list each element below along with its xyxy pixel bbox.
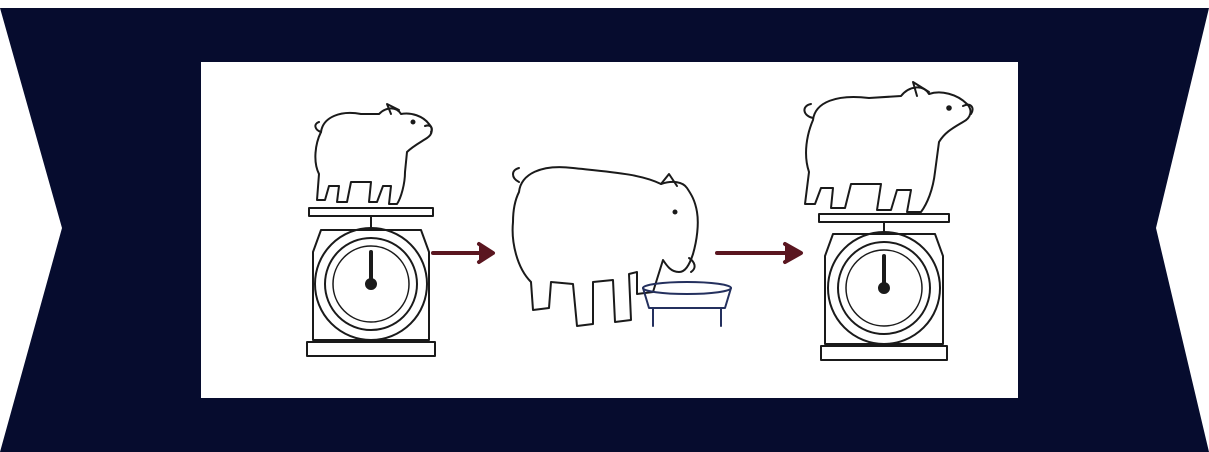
small-pig-on-scale-icon <box>306 103 436 357</box>
large-pig-icon <box>803 81 974 213</box>
small-pig-icon <box>314 103 433 205</box>
arrow-1-icon <box>431 242 495 264</box>
large-pig-on-scale-icon <box>803 81 974 361</box>
large-scale-icon <box>818 213 950 361</box>
trough-icon <box>642 281 732 327</box>
illustration-panel <box>201 62 1018 398</box>
arrow-2-icon <box>715 242 803 264</box>
pig-eating-icon <box>511 166 732 327</box>
small-scale-icon <box>306 207 436 357</box>
